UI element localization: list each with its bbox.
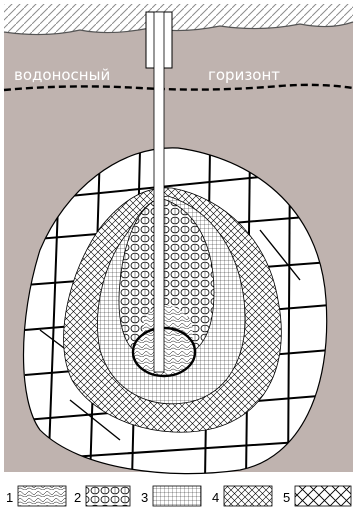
legend: 1 2 3 4 5 — [6, 486, 351, 506]
legend-swatch-3 — [153, 486, 201, 506]
legend-swatch-2 — [86, 486, 130, 506]
legend-number: 4 — [212, 490, 219, 505]
legend-number: 5 — [283, 490, 290, 505]
aquifer-label-left: водоносный — [14, 66, 110, 84]
legend-number: 3 — [141, 490, 148, 505]
legend-swatch-1 — [18, 486, 66, 506]
legend-number: 1 — [6, 490, 13, 505]
legend-number: 2 — [74, 490, 81, 505]
legend-swatch-4 — [224, 486, 272, 506]
legend-swatch-5 — [295, 486, 351, 506]
aquifer-label-right: горизонт — [208, 66, 280, 84]
